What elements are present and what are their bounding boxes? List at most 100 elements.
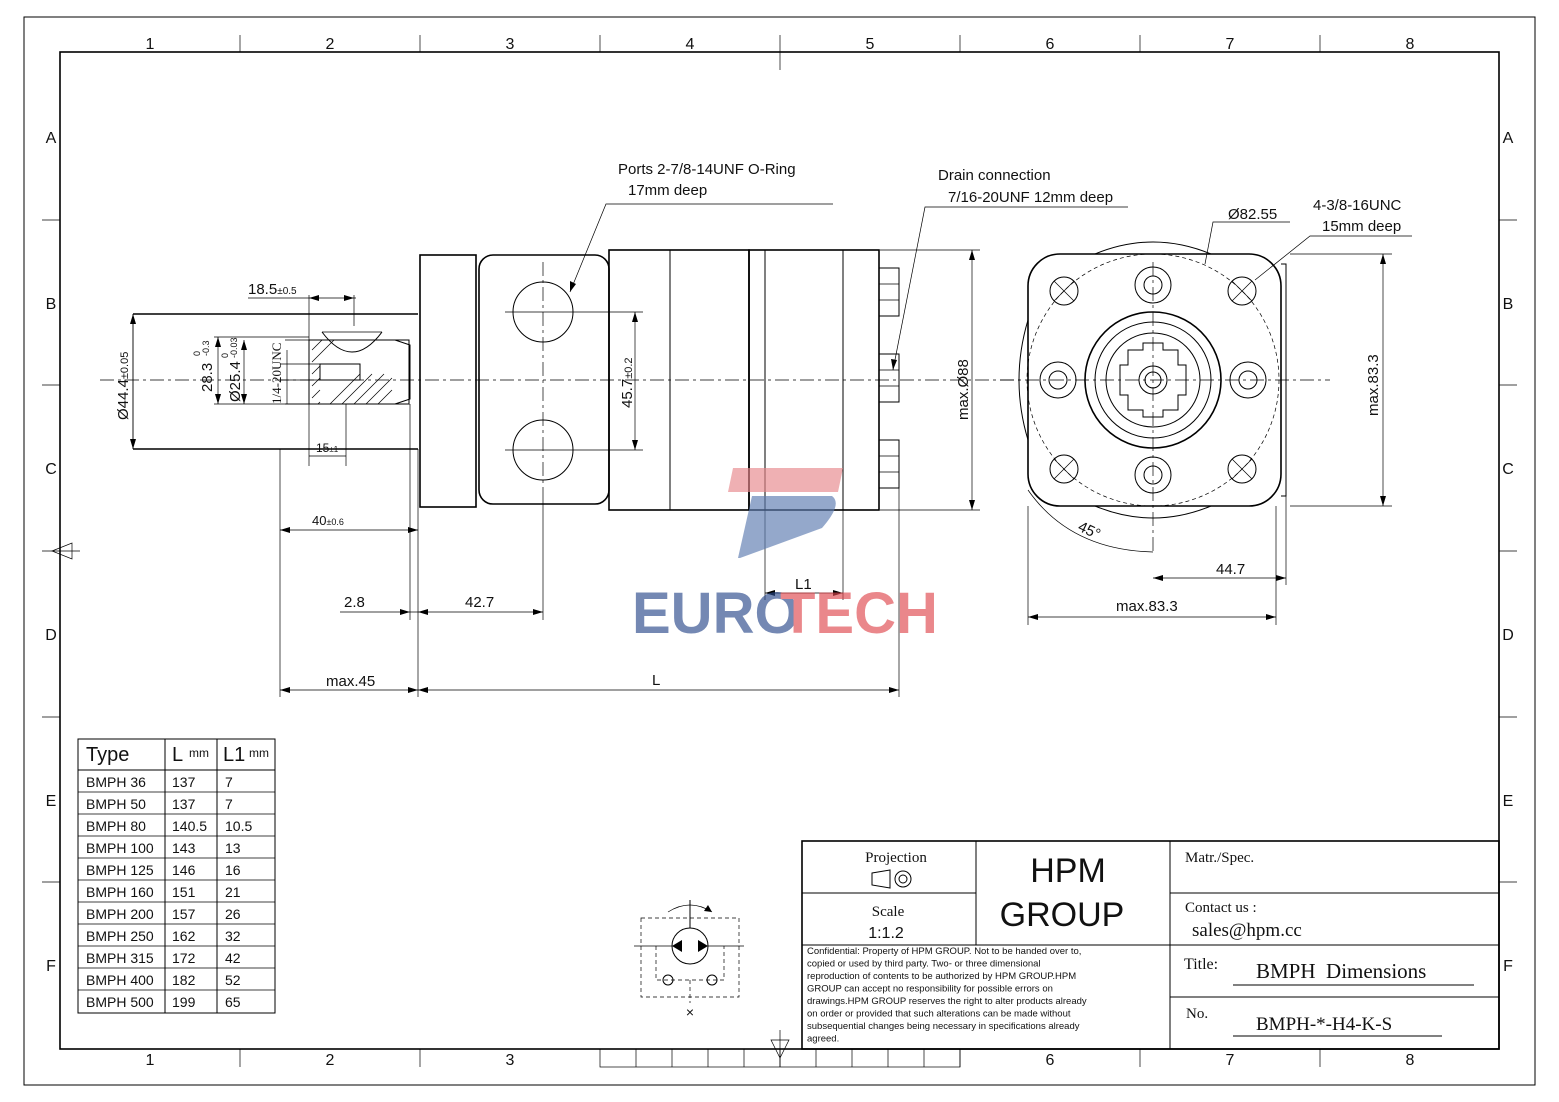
row-label: E	[1503, 793, 1514, 810]
table-cell-l: 140.5	[172, 818, 207, 834]
row-label: F	[46, 958, 56, 975]
dim-28-3-tol-up: 0	[192, 351, 202, 356]
projection-label: Projection	[865, 850, 927, 866]
col-label: 7	[1226, 36, 1235, 53]
zone-labels: 1 2 3 4 5 6 7 8 1 2 3 6 7 8 A B C D E F …	[45, 36, 1514, 1069]
col-label: 1	[146, 36, 155, 53]
dim-max-83-3-h: max.83.3	[1116, 598, 1178, 615]
row-label: C	[1502, 461, 1514, 478]
ports-callout-line1: Ports 2-7/8-14UNF O-Ring	[618, 161, 796, 178]
table-cell-l: 137	[172, 796, 196, 812]
col-label: 8	[1406, 36, 1415, 53]
side-view	[100, 249, 1020, 511]
drain-callout-line1: Drain connection	[938, 167, 1051, 184]
angle-45: 45°	[1075, 518, 1103, 543]
company-name-line2: GROUP	[1000, 896, 1125, 934]
table-header-l1-unit: mm	[249, 746, 269, 760]
table-cell-l1: 32	[225, 928, 241, 944]
col-label: 4	[686, 36, 695, 53]
dimension-arrows	[130, 250, 1386, 693]
table-cell-l1: 26	[225, 906, 241, 922]
col-label: 8	[1406, 1052, 1415, 1069]
hydraulic-motor-symbol: ×	[634, 900, 744, 1020]
watermark-logo-blue-shape	[738, 496, 836, 558]
table-cell-type: BMPH 80	[86, 818, 146, 834]
dim-25-4-tol-up: 0	[220, 353, 230, 358]
col-label: 5	[866, 36, 875, 53]
company-name-line1: HPM	[1030, 852, 1106, 890]
callout-text: Ports 2-7/8-14UNF O-Ring 17mm deep Drain…	[618, 161, 1402, 235]
dim-dia-82-55: Ø82.55	[1228, 206, 1277, 223]
number-label: No.	[1186, 1006, 1208, 1022]
watermark-logo-red-bar	[728, 468, 843, 492]
confidential-line: on order or provided that such alteratio…	[807, 1009, 1071, 1020]
table-cell-l1: 10.5	[225, 818, 252, 834]
table-cell-l1: 21	[225, 884, 241, 900]
table-cell-l: 157	[172, 906, 196, 922]
table-cell-l: 146	[172, 862, 196, 878]
dim-max-88: max.Ø88	[955, 359, 972, 420]
confidential-line: agreed.	[807, 1034, 839, 1045]
dimension-lines	[132, 203, 1412, 697]
confidential-line: copied or used by third party. Two- or t…	[807, 959, 1041, 970]
table-cell-type: BMPH 315	[86, 950, 154, 966]
dim-25-4-tol-lo: -0.03	[229, 337, 239, 358]
centering-arrow-icon	[51, 542, 73, 560]
front-view	[1000, 241, 1330, 555]
dim-2-8: 2.8	[344, 594, 365, 611]
row-label: D	[1502, 627, 1514, 644]
scale-label: Scale	[872, 904, 905, 920]
table-cell-type: BMPH 500	[86, 994, 154, 1010]
number-value: BMPH-*-H4-K-S	[1256, 1014, 1392, 1035]
dim-L: L	[652, 672, 660, 689]
dim-28-3: 28.3	[199, 363, 216, 392]
drain-callout-line2: 7/16-20UNF 12mm deep	[948, 189, 1113, 206]
contact-label: Contact us :	[1185, 900, 1257, 916]
table-cell-type: BMPH 400	[86, 972, 154, 988]
col-label: 2	[326, 36, 335, 53]
dim-L1: L1	[795, 576, 812, 593]
row-label: A	[1503, 130, 1514, 147]
dim-28-3-tol-lo: -0.3	[201, 340, 211, 356]
title-block: Projection Scale 1:1.2 HPM GROUP Matr./S…	[801, 840, 1500, 1050]
drain-cross: ×	[686, 1004, 694, 1020]
dim-42-7: 42.7	[465, 594, 494, 611]
confidential-line: subsequential changes being necessary in…	[807, 1021, 1080, 1032]
col-label: 3	[506, 36, 515, 53]
contact-email: sales@hpm.cc	[1192, 920, 1302, 941]
row-label: B	[46, 296, 57, 313]
table-cell-l: 143	[172, 840, 196, 856]
confidential-line: GROUP can accept no responsibility for p…	[807, 984, 1053, 995]
dim-44-4: Ø44.4±0.05	[115, 352, 132, 420]
table-cell-l: 182	[172, 972, 196, 988]
row-label: B	[1503, 296, 1514, 313]
scale-value: 1:1.2	[868, 925, 904, 942]
table-header-type: Type	[86, 744, 129, 766]
col-label: 2	[326, 1052, 335, 1069]
table-cell-type: BMPH 160	[86, 884, 154, 900]
dim-15: 15±1	[316, 441, 339, 455]
row-label: D	[45, 627, 57, 644]
table-cell-l1: 13	[225, 840, 241, 856]
projection-symbol-icon	[871, 869, 912, 889]
table-cell-l: 151	[172, 884, 196, 900]
table-cell-l1: 42	[225, 950, 241, 966]
watermark-tech: TECH	[780, 581, 938, 646]
dim-25-4: Ø25.4	[227, 361, 244, 402]
dim-thread: 1/4-20UNC	[269, 343, 284, 404]
table-cell-type: BMPH 100	[86, 840, 154, 856]
matr-spec-label: Matr./Spec.	[1185, 850, 1254, 866]
dim-40: 40±0.6	[312, 513, 344, 528]
confidential-notice: Confidential: Property of HPM GROUP. Not…	[807, 946, 1087, 1045]
scale-ruler	[599, 1048, 961, 1068]
bolt-callout-line1: 4-3/8-16UNC	[1313, 197, 1402, 214]
eurotech-watermark: EURO TECH	[632, 468, 938, 646]
col-label: 6	[1046, 36, 1055, 53]
table-cell-type: BMPH 200	[86, 906, 154, 922]
title-value: BMPH Dimensions	[1256, 959, 1426, 983]
confidential-line: drawings.HPM GROUP reserves the right to…	[807, 996, 1087, 1007]
table-cell-l1: 16	[225, 862, 241, 878]
table-cell-type: BMPH 250	[86, 928, 154, 944]
